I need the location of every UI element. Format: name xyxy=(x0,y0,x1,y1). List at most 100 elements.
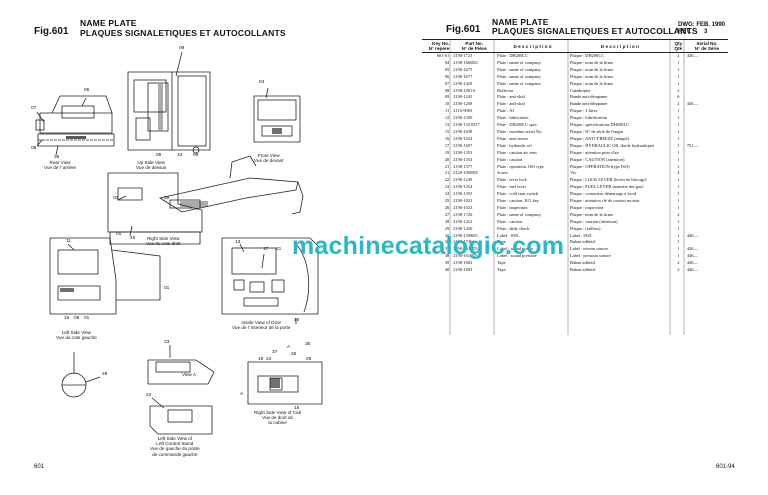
callout-10: 10 xyxy=(177,153,183,158)
cell-ser: 446— xyxy=(686,253,698,259)
cell-qty: 1 xyxy=(677,80,680,86)
cell-ser xyxy=(686,177,728,184)
cell-qty: 1 xyxy=(677,184,680,190)
cell-en: Plate : cold start switch xyxy=(497,191,539,197)
cell-part: 2190-1254 xyxy=(453,184,473,190)
callout-23: 23 xyxy=(164,340,170,345)
cell-en: Plate : operation, ISO type xyxy=(497,163,544,169)
cell-en: Plate : DH200LC spec. xyxy=(497,122,538,128)
cell-key: 19 xyxy=(444,149,450,155)
cell-ser xyxy=(686,239,728,246)
cell-key: 04 xyxy=(444,59,450,65)
cell-en: Screw xyxy=(497,170,509,176)
cell-qty: 2 xyxy=(677,211,680,217)
callout-16: 16 xyxy=(294,318,300,323)
callout-a: A xyxy=(287,345,291,350)
cell-en: Plate : caution xyxy=(497,218,523,224)
cell-key: 601-01 xyxy=(436,53,450,58)
callout-07: 07 xyxy=(31,106,37,111)
cell-fr: Ruban adhésif xyxy=(569,260,596,266)
cell-qty: 1 xyxy=(677,246,680,252)
cell-key: 05 xyxy=(444,66,450,72)
cell-en: Plate : inspection xyxy=(497,204,528,210)
cell-fr: Plaque : DH200LC xyxy=(569,53,604,58)
cell-ser xyxy=(686,205,728,212)
cell-ser xyxy=(686,212,728,219)
cell-qty: 1 xyxy=(677,218,680,224)
cell-key: 26 xyxy=(444,204,450,210)
cell-key: 22 xyxy=(444,177,450,183)
cell-key: 23 xyxy=(444,184,450,190)
callout-40: 40 xyxy=(130,236,136,241)
cell-ser: 446— xyxy=(686,101,698,107)
cell-en: Plate : hydraulic oil xyxy=(497,142,532,148)
cell-fr: Plaque : N° de série de l'engin xyxy=(569,128,623,134)
callout-a2: A xyxy=(240,392,244,397)
cell-en: Plate : daily check xyxy=(497,225,530,231)
callout-15: 15 xyxy=(64,316,70,321)
cell-key: 39 xyxy=(444,260,450,266)
cell-fr: Plaque : caution (attention) xyxy=(569,218,618,224)
cell-key: 10 xyxy=(444,101,450,107)
cell-fr: Plaque : HYDRAULIC OIL (huile hydrauliqu… xyxy=(569,142,655,148)
cell-part: 2190-1430 xyxy=(453,225,473,231)
cell-fr: Plaque : spécifications DH200LC xyxy=(569,122,630,128)
cell-fr: Plaque : OPERATION (type ISO) xyxy=(569,163,630,169)
caption-view-a: View A xyxy=(182,372,196,377)
cell-part: 2190-1331D17 xyxy=(453,122,480,128)
cell-qty: 1 xyxy=(677,191,680,197)
cell-ser xyxy=(686,184,728,191)
cell-qty: 1 xyxy=(677,232,680,238)
cell-key: 37 xyxy=(444,246,450,252)
cell-qty: 1 xyxy=(677,73,680,79)
cell-qty: 1 xyxy=(677,108,680,114)
cell-fr: Plaque : (tailless) xyxy=(569,225,601,231)
cell-ser xyxy=(686,122,728,129)
cell-part: 2190-1618D5 xyxy=(453,246,478,252)
cell-en: Plate : name of company xyxy=(497,66,541,72)
cell-key: 07 xyxy=(444,80,450,86)
cell-ser xyxy=(686,81,728,88)
callout-21: 21 xyxy=(276,247,282,252)
cell-en: Plate : lubrication xyxy=(497,115,529,121)
right-fig-number: Fig.601 xyxy=(446,24,481,35)
cell-qty: 2 xyxy=(677,267,680,273)
table-header-row: Key No.N° repère Part No.N° de Pièce D e… xyxy=(422,39,728,53)
cell-part: 2190-1023 xyxy=(453,204,473,210)
cell-qty: 1 xyxy=(677,115,680,121)
cell-en: Plate : caution, E/G key xyxy=(497,198,539,204)
cell-key: 13 xyxy=(444,122,450,128)
cell-key: 11 xyxy=(445,108,450,114)
cell-part: 2190-1660D2 xyxy=(453,59,478,65)
parts-list-table: Key No.N° repère Part No.N° de Pièce D e… xyxy=(422,39,728,274)
cell-fr: Plaque : nom de la firme xyxy=(569,66,614,72)
cell-part: 2190-1598D3 xyxy=(453,232,478,238)
cell-key: 15 xyxy=(444,128,450,134)
cell-ser: 446— xyxy=(686,260,698,266)
cell-fr: Plaque : nom de la firme xyxy=(569,59,614,65)
cell-qty: 1 xyxy=(677,135,680,141)
cell-ser xyxy=(686,170,728,177)
callout-09: 09 xyxy=(179,46,185,51)
callout-17: 17 xyxy=(263,247,269,252)
cell-ser xyxy=(686,94,728,101)
cell-fr: Label : pression sonore xyxy=(569,253,611,259)
cell-qty: 6 xyxy=(677,94,680,100)
cell-fr: Plaque : CAUTION (attention) xyxy=(569,156,625,162)
cell-qty: 1 xyxy=(677,198,680,204)
callout-37: 37 xyxy=(272,350,278,355)
cell-en: Plate : name of company xyxy=(497,59,541,65)
